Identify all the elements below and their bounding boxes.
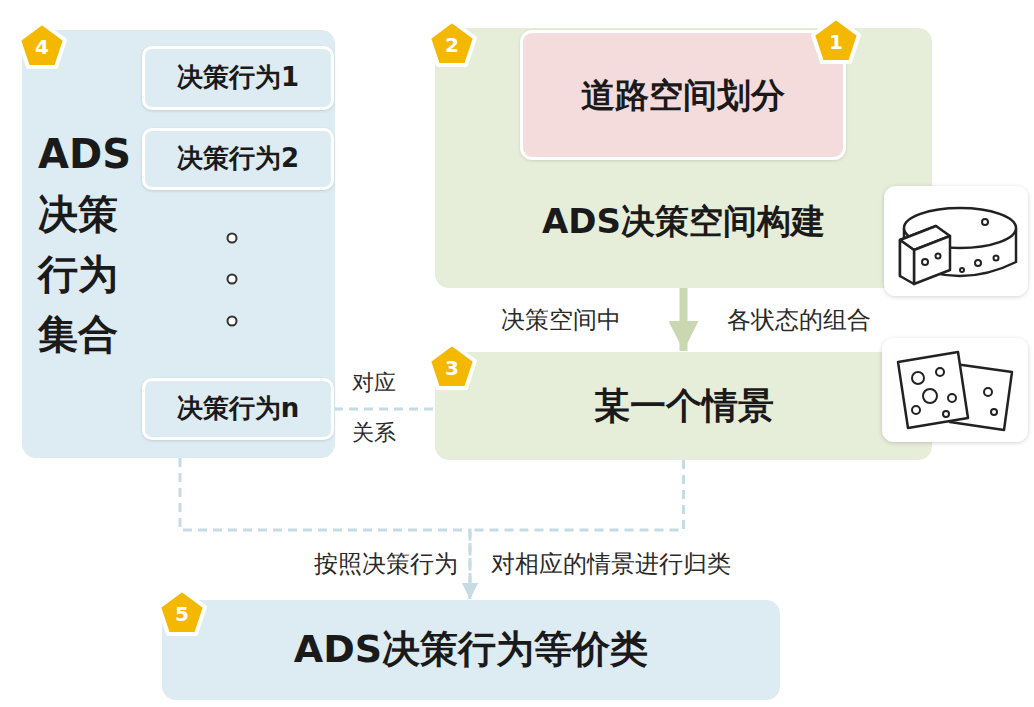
cheese-slices-icon [882, 338, 1028, 442]
node-text: ADS决策空间构建 [542, 201, 825, 242]
ellipsis-dots [228, 234, 237, 326]
callout-number: 1 [821, 29, 851, 55]
edge-label: 对相应的情景进行归类 [488, 549, 734, 579]
behavior-box: 决策行为2 [142, 128, 334, 190]
dashed-connector [334, 408, 435, 411]
callout-number: 2 [437, 32, 467, 58]
node-text: 某一个情景 [594, 384, 774, 427]
behavior-set-panel: ADS决策行为集合 决策行为1 决策行为2 决策行为n [22, 30, 335, 458]
node-text: ADS决策行为等价类 [294, 627, 648, 673]
behavior-box: 决策行为1 [142, 46, 334, 110]
edge-label: 对应关系 [352, 358, 396, 458]
callout-number: 3 [437, 355, 467, 381]
equivalence-class-box: ADS决策行为等价类 [162, 600, 780, 700]
behavior-box: 决策行为n [142, 378, 334, 440]
side-label: 各状态的组合 [724, 305, 874, 335]
node-text: 决策行为1 [177, 62, 299, 93]
edge-label: 决策空间中 [498, 305, 624, 335]
scenario-box: 某一个情景 [435, 352, 932, 460]
dashed-connector [180, 458, 470, 599]
node-text: 决策行为2 [177, 143, 299, 174]
node-text: ADS决策行为集合 [38, 124, 134, 364]
road-partition-box: 道路空间划分 [520, 30, 846, 160]
node-text: 决策行为n [177, 393, 300, 424]
callout-number: 5 [167, 601, 197, 627]
callout-number: 4 [27, 34, 57, 60]
flow-arrow [680, 288, 688, 351]
edge-label: 按照决策行为 [255, 549, 461, 579]
node-text: 道路空间划分 [581, 75, 785, 116]
cheese-wheel-icon [884, 186, 1028, 296]
decision-space-panel: ADS决策空间构建道路空间划分 [435, 28, 932, 288]
